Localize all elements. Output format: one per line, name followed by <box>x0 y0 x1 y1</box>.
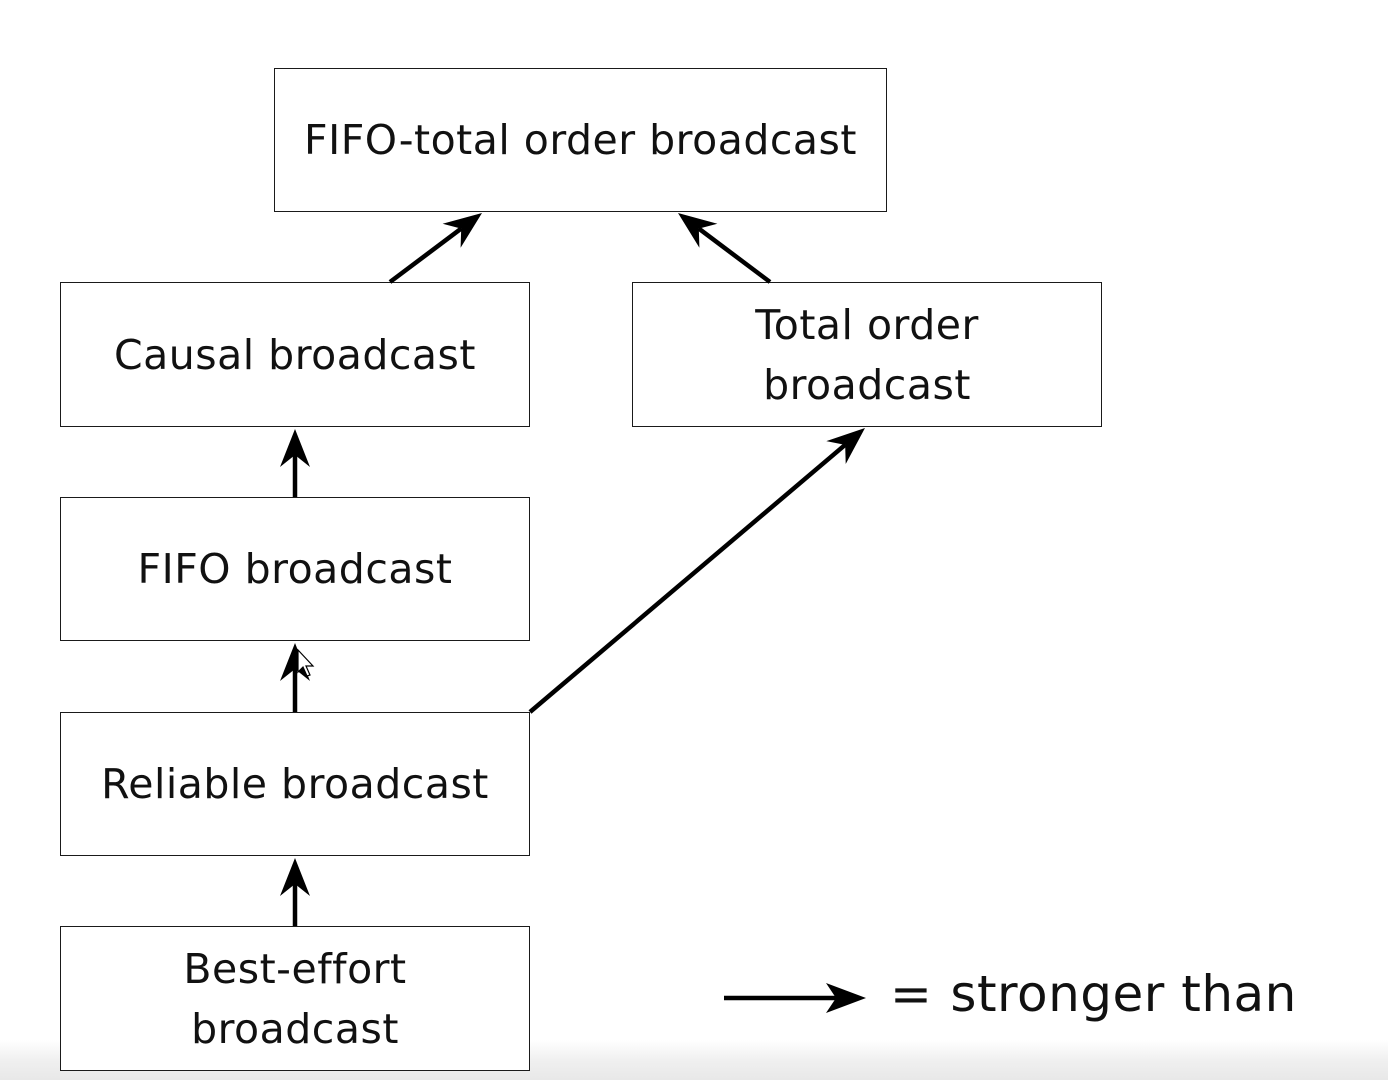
node-label-line-1: Total order <box>755 300 979 349</box>
edge-reliable-to-fifo <box>280 643 310 712</box>
edge-causal-to-fifo-total <box>388 213 482 284</box>
node-label: Reliable broadcast <box>101 760 489 808</box>
mouse-cursor-icon <box>297 648 315 677</box>
node-fifo-broadcast: FIFO broadcast <box>60 497 530 641</box>
arrowhead-icon <box>280 643 310 681</box>
node-label-line-1: Best-effort <box>183 944 407 993</box>
edge-total-to-fifo-total <box>678 213 772 284</box>
legend: = stronger than <box>890 962 1297 1026</box>
legend-label: stronger than <box>950 965 1297 1023</box>
node-fifo-total-order-broadcast: FIFO-total order broadcast <box>274 68 887 212</box>
arrowhead-icon <box>678 213 718 248</box>
arrowhead-icon <box>442 213 482 248</box>
edge-fifo-to-causal <box>280 429 310 497</box>
edge-line <box>697 226 772 284</box>
node-reliable-broadcast: Reliable broadcast <box>60 712 530 856</box>
arrowhead-icon <box>826 428 865 465</box>
node-best-effort-broadcast: Best-effort broadcast <box>60 926 530 1071</box>
node-label: FIFO-total order broadcast <box>304 116 857 164</box>
legend-arrow-icon <box>724 983 866 1013</box>
node-label-line-2: broadcast <box>763 360 971 409</box>
legend-equals: = <box>890 965 933 1023</box>
node-label-line-2: broadcast <box>191 1004 399 1053</box>
edge-reliable-to-total <box>528 428 865 714</box>
node-causal-broadcast: Causal broadcast <box>60 282 530 427</box>
node-total-order-broadcast: Total order broadcast <box>632 282 1102 427</box>
arrowhead-icon <box>280 429 310 467</box>
edge-line <box>388 226 463 284</box>
edge-best-to-reliable <box>280 858 310 926</box>
node-label: Causal broadcast <box>114 330 476 379</box>
edge-line <box>528 443 847 714</box>
arrowhead-icon <box>280 858 310 896</box>
node-label: FIFO broadcast <box>137 545 453 593</box>
